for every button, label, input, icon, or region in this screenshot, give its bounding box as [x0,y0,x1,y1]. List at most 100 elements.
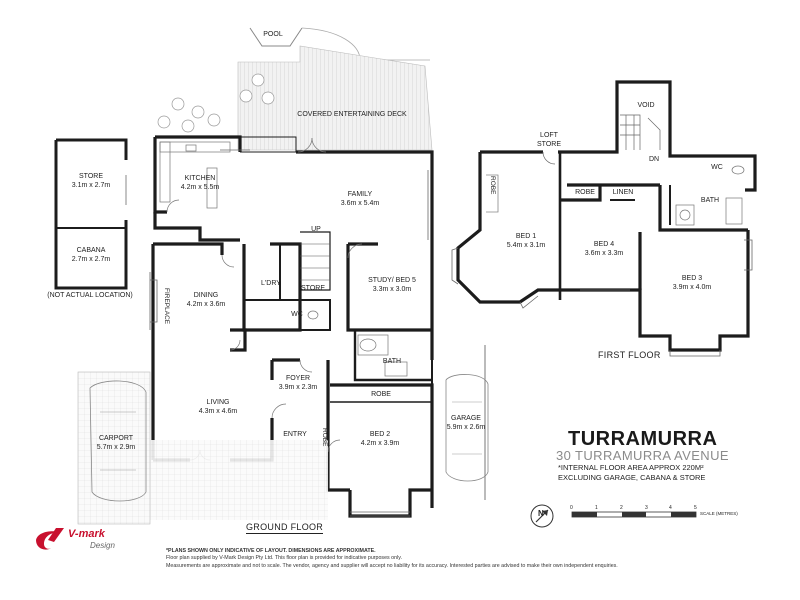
room-garage: GARAGE 5.9m x 2.6m [438,414,494,432]
room-dimensions: 5.7m x 2.9m [96,444,136,451]
room-study: STUDY/ BED 5 3.3m x 3.0m [362,276,422,294]
room-dimensions: 4.2m x 5.5m [180,184,220,191]
room-dimensions: 3.9m x 2.3m [278,384,318,391]
room-name: BED 2 [369,431,391,438]
room-dining: DINING 4.2m x 3.6m [178,291,234,309]
disclaimer-line-1: *PLANS SHOWN ONLY INDICATIVE OF LAYOUT. … [166,548,376,554]
room-entry: ENTRY [283,431,307,438]
room-dimensions: 4.2m x 3.6m [186,301,226,308]
scale-tick: 3 [645,505,648,511]
room-name: STORE [79,173,103,180]
room-bath-first: BATH [700,197,720,204]
not-actual-location-note: (NOT ACTUAL LOCATION) [47,292,133,299]
room-wc-ground: WC [291,311,303,318]
property-suburb: TURRAMURRA [568,428,718,450]
room-cabana: CABANA 2.7m x 2.7m [60,246,122,264]
ground-windows [149,149,429,513]
fireplace-label: FIREPLACE [163,288,170,325]
deck-label: COVERED ENTERTAINING DECK [297,111,407,118]
room-name: FAMILY [347,191,373,198]
room-living: LIVING 4.3m x 4.6m [190,398,246,416]
room-robe-ground-vertical: ROBE [321,428,328,447]
stairs-up-label: UP [311,226,321,233]
room-dimensions: 3.9m x 4.0m [672,284,712,291]
room-dimensions: 2.7m x 2.7m [71,256,111,263]
floor-area-line-1: *INTERNAL FLOOR AREA APPROX 220m² [558,463,704,472]
room-name: DINING [193,292,219,299]
room-laundry: L'DRY [261,280,281,287]
room-store-inner: STORE [301,285,325,292]
room-bed1: BED 1 5.4m x 3.1m [498,232,554,250]
entry-paving [150,440,328,520]
kitchen-fittings [159,141,231,209]
disclaimer: *PLANS SHOWN ONLY INDICATIVE OF LAYOUT. … [166,548,686,570]
shrubs [157,73,275,133]
room-dimensions: 4.2m x 3.9m [360,440,400,447]
room-name: KITCHEN [184,175,216,182]
vmark-logo-icon [36,528,64,550]
ground-floor-title: GROUND FLOOR [246,522,324,534]
first-stairs [542,114,661,165]
room-foyer: FOYER 3.9m x 2.3m [270,374,326,392]
floor-area-note: *INTERNAL FLOOR AREA APPROX 220m² EXCLUD… [558,463,705,483]
compass-icon [530,504,554,528]
room-void: VOID [637,102,655,109]
vmark-logo: V-mark Design [34,526,134,556]
compass-letter: N [538,509,544,518]
carport-outline [77,371,151,525]
room-name: CABANA [76,247,106,254]
room-dimensions: 5.9m x 2.6m [446,424,486,431]
room-dimensions: 3.3m x 3.0m [372,286,412,293]
floor-area-line-2: EXCLUDING GARAGE, CABANA & STORE [558,473,706,482]
room-loft-store: LOFT STORE [537,132,561,148]
room-store-outbuilding: STORE 3.1m x 2.7m [60,172,122,190]
stairs-down-label: DN [648,156,660,163]
scale-tick: 2 [620,505,623,511]
room-linen: LINEN [612,189,634,196]
scale-ticks: 0 1 2 3 4 5 [568,505,704,513]
room-dimensions: 3.1m x 2.7m [71,182,111,189]
bath-fittings-ground [307,310,408,377]
room-name: GARAGE [451,415,481,422]
room-dimensions: 3.6m x 3.3m [584,250,624,257]
vmark-logo-sub: Design [90,541,115,550]
room-name: BED 4 [593,241,615,248]
room-name: CARPORT [98,435,134,442]
room-dimensions: 5.4m x 3.1m [506,242,546,249]
first-floor-title: FIRST FLOOR [598,350,661,360]
room-name: LIVING [206,399,230,406]
vmark-logo-brand: V-mark [68,528,105,540]
room-robe-ground-horizontal: ROBE [371,391,391,398]
room-family: FAMILY 3.6m x 5.4m [330,190,390,208]
scale-bar [571,511,697,518]
room-robe-first-horizontal: ROBE [575,189,595,196]
scale-tick: 4 [669,505,672,511]
first-windows [451,174,753,357]
garage-car [445,374,489,482]
room-bed4: BED 4 3.6m x 3.3m [576,240,632,258]
property-address: 30 TURRAMURRA AVENUE [556,448,729,463]
room-bed3: BED 3 3.9m x 4.0m [664,274,720,292]
bath-fittings-first [675,165,745,226]
room-carport: CARPORT 5.7m x 2.9m [86,434,146,452]
room-kitchen: KITCHEN 4.2m x 5.5m [172,174,228,192]
room-bath-ground: BATH [382,358,402,365]
disclaimer-line-2: Floor plan supplied by V-Mark Design Pty… [166,555,402,562]
scale-tick: 0 [570,505,573,511]
disclaimer-line-3: Measurements are approximate and not to … [166,562,618,569]
room-dimensions: 3.6m x 5.4m [340,200,380,207]
first-floor-walls [456,80,757,352]
room-wc-first: WC [711,164,723,171]
scale-tick: 5 [694,505,697,511]
pool-label: POOL [263,31,283,38]
scale-tick: 1 [595,505,598,511]
room-dimensions: 4.3m x 4.6m [198,408,238,415]
room-name: BED 1 [515,233,537,240]
room-name: BED 3 [681,275,703,282]
outbuildings [54,138,128,290]
room-name: FOYER [285,375,311,382]
room-robe-first-vertical: ROBE [489,176,496,195]
room-name: STUDY/ BED 5 [368,277,416,284]
scale-label: SCALE (METRES) [700,511,738,516]
